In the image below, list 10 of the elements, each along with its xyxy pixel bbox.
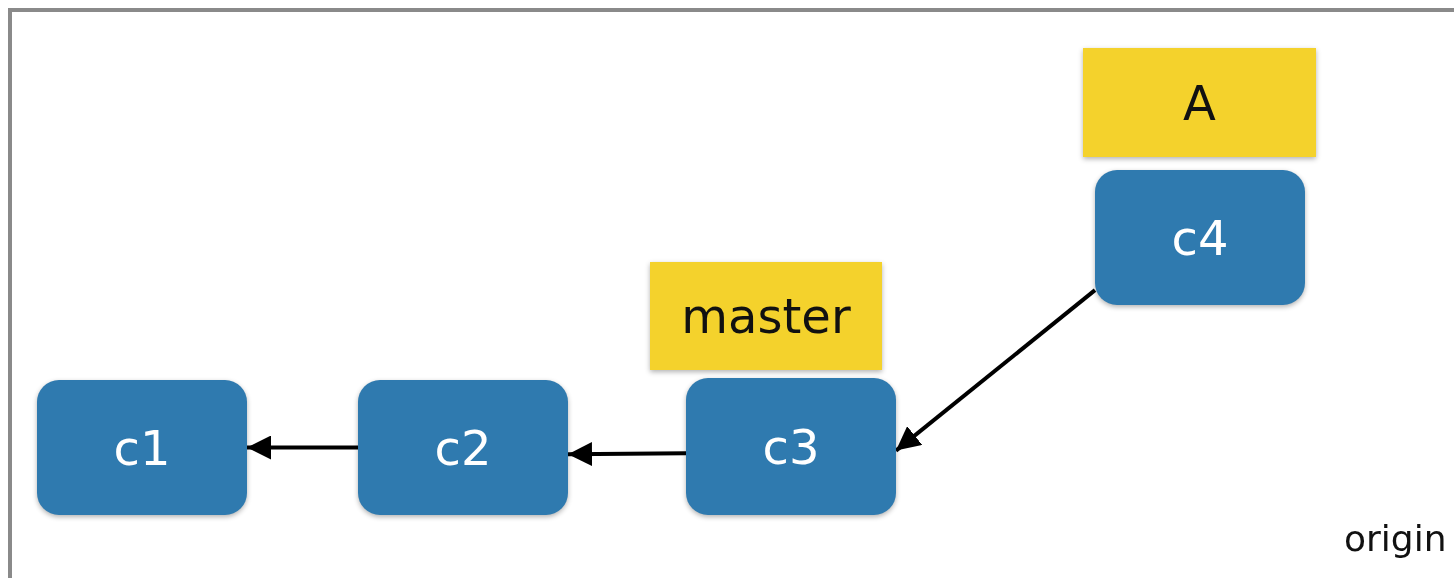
arrow (247, 435, 358, 460)
commit-box: c2 (358, 380, 568, 515)
commit-box: c3 (686, 378, 896, 515)
commit-box: c1 (37, 380, 247, 515)
branch-label: A (1083, 48, 1316, 157)
arrow (568, 442, 686, 467)
branch-name-text: origin (1344, 518, 1447, 559)
commit-box: c4 (1095, 170, 1305, 305)
branch-label: master (650, 262, 882, 370)
arrow (894, 288, 1097, 453)
